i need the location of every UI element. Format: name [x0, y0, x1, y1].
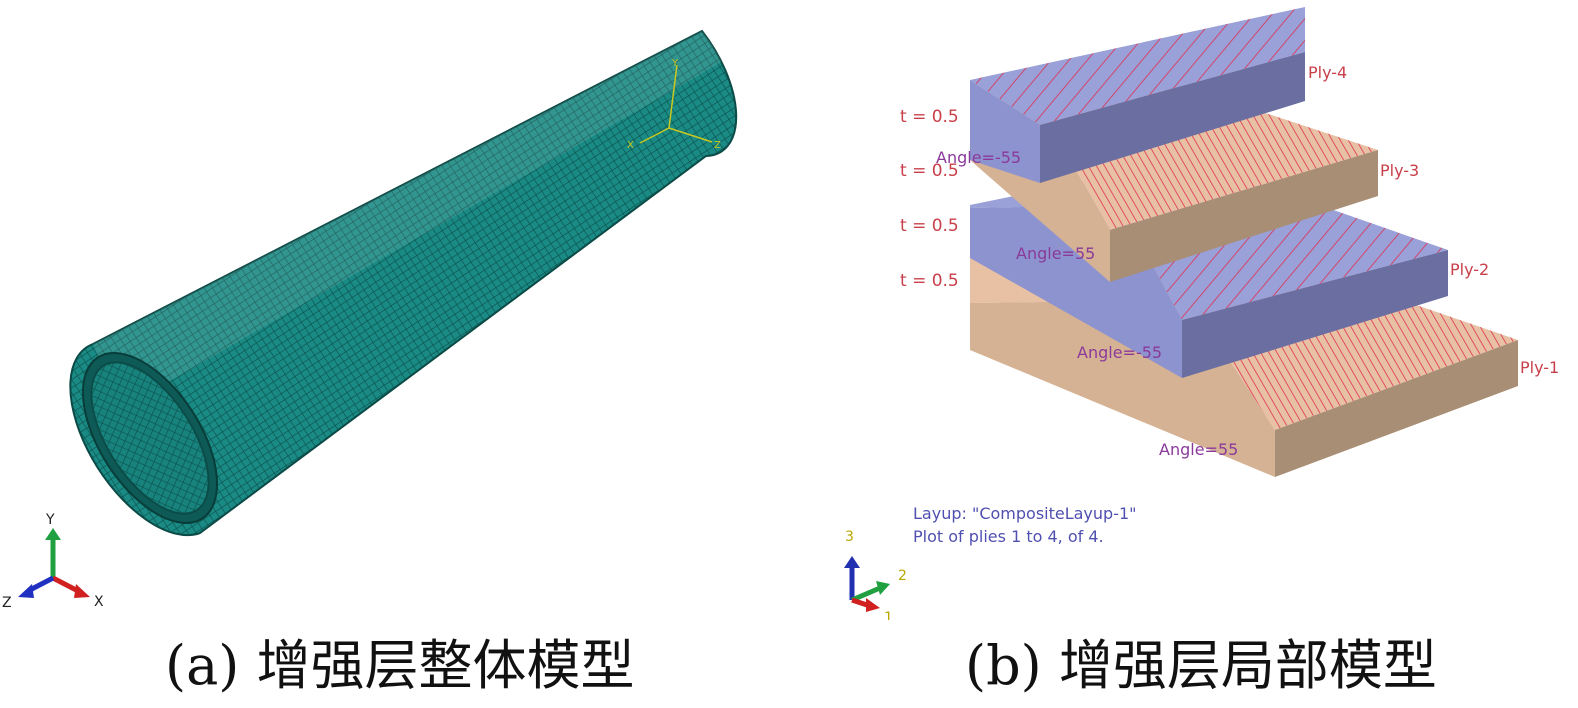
ply-1-label: Ply-1	[1520, 358, 1559, 377]
layup-name-text: Layup: "CompositeLayup-1"	[913, 504, 1137, 523]
local-axis-z-label: Z	[714, 140, 721, 151]
thickness-label-2: t = 0.5	[900, 216, 959, 236]
tube-open-end	[81, 352, 219, 524]
ply-4-label: Ply-4	[1308, 63, 1347, 82]
material-axis-triad: 3 2 1	[844, 529, 907, 620]
ply-1-angle-label: Angle=55	[1159, 440, 1238, 459]
ply-2-label: Ply-2	[1450, 260, 1489, 279]
ply-2-angle-label: Angle=-55	[1077, 343, 1162, 362]
axis-3-label: 3	[845, 529, 854, 545]
ply-plot-info-text: Plot of plies 1 to 4, of 4.	[913, 527, 1104, 546]
global-axis-x-label: X	[94, 594, 104, 610]
axis-2-label: 2	[898, 568, 907, 584]
global-axis-triad: Y Z X	[2, 512, 104, 611]
ply-4-block	[970, 7, 1305, 183]
thickness-label-4: t = 0.5	[900, 107, 959, 127]
local-axis-y-label: Y	[671, 58, 679, 69]
tube-mesh-figure: Y X Z Y Z X	[2, 29, 738, 611]
tube-body	[69, 29, 738, 537]
ply-4-angle-label: Angle=-55	[936, 148, 1021, 167]
ply-3-angle-label: Angle=55	[1016, 244, 1095, 263]
global-axis-y-label: Y	[45, 512, 55, 528]
local-axis-triad: Y X Z	[627, 58, 721, 151]
thickness-label-3: t = 0.5	[900, 161, 959, 181]
thickness-label-1: t = 0.5	[900, 271, 959, 291]
axis-1-label: 1	[884, 610, 893, 620]
ply-stack-figure: t = 0.5 t = 0.5 t = 0.5 t = 0.5 Ply-4 Pl…	[844, 7, 1559, 620]
caption-global-model: (a) 增强层整体模型	[165, 634, 635, 697]
local-axis-x-label: X	[627, 140, 634, 151]
ply-3-label: Ply-3	[1380, 161, 1419, 180]
global-axis-z-label: Z	[2, 595, 12, 611]
caption-local-model: (b) 增强层局部模型	[965, 634, 1437, 697]
panel-global-model: Y X Z Y Z X	[0, 0, 790, 620]
panel-local-model: t = 0.5 t = 0.5 t = 0.5 t = 0.5 Ply-4 Pl…	[790, 0, 1578, 620]
